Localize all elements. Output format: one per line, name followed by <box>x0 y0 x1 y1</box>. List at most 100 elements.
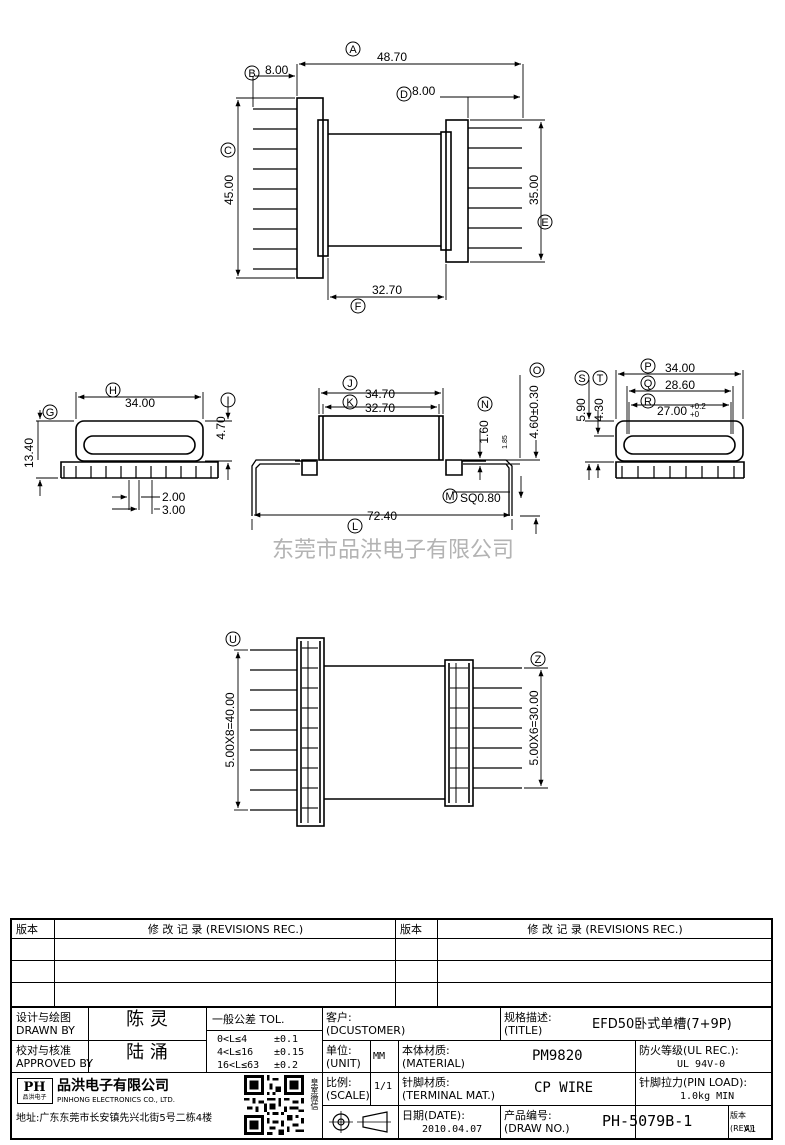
watermark: 东莞市品洪电子有限公司 <box>272 538 514 563</box>
dim-b-value: 8.00 <box>265 63 289 77</box>
title-label: 规格描述: <box>504 1011 552 1024</box>
dim-r-tol-dn: +0 <box>690 410 700 419</box>
scale-value: 1/1 <box>374 1081 393 1092</box>
marker-s: S <box>578 373 585 385</box>
dim-q-value: 28.60 <box>665 378 695 392</box>
tol-range-3: 16<L≤63 <box>217 1060 260 1071</box>
customer-label-en: (DCUSTOMER) <box>326 1024 406 1037</box>
marker-t: T <box>597 373 604 385</box>
date-value: 2010.04.07 <box>422 1124 483 1135</box>
dim-g-value: 13.40 <box>22 438 36 468</box>
dim-c-value: 45.00 <box>222 175 236 205</box>
marker-group-left <box>42 382 236 420</box>
marker-m: M <box>445 491 454 503</box>
tol-value-1: ±0.1 <box>274 1034 299 1045</box>
dim-k-value: 32.70 <box>365 401 395 415</box>
approve-label: 校对与核准 <box>16 1044 71 1057</box>
drawno-label-en: (DRAW NO.) <box>504 1122 570 1135</box>
dim-z-value: 5.00X6=30.00 <box>527 690 541 765</box>
tol-range-1: 0<L≤4 <box>217 1034 248 1045</box>
dim-e-value: 35.00 <box>527 175 541 205</box>
drawno-value: PH-5079B-1 <box>602 1112 693 1130</box>
design-label-en: DRAWN BY <box>16 1024 75 1037</box>
unit-label: 单位: <box>326 1044 352 1057</box>
marker-i: I <box>226 395 229 407</box>
material-label-en: (MATERIAL) <box>402 1057 465 1070</box>
marker-g: G <box>46 407 55 419</box>
dim-h-value: 34.00 <box>125 396 155 410</box>
marker-r: R <box>644 396 652 408</box>
terminal-label-en: (TERMINAL MAT.) <box>402 1089 496 1102</box>
marker-group-front <box>342 362 545 534</box>
marker-n: N <box>481 399 489 411</box>
dim-o-value: 4.60±0.30 <box>527 385 541 439</box>
rev-col-record-2: 修 改 记 录 (REVISIONS REC.) <box>527 923 683 936</box>
unit-value: MM <box>373 1051 386 1062</box>
qr-side-text: 皇室微信 <box>310 1078 319 1110</box>
marker-q: Q <box>644 378 653 390</box>
company-logo-mark: PH <box>23 1080 46 1095</box>
marker-u: U <box>229 634 237 646</box>
unit-label-en: (UNIT) <box>326 1057 361 1070</box>
material-label: 本体材质: <box>402 1044 450 1057</box>
title-block: 设计与绘图 DRAWN BY 陈 灵 校对与核准 APPROVED BY 陆 涌… <box>10 1006 773 1140</box>
approver-name: 陆 涌 <box>126 1042 168 1063</box>
company-name-cn: 品洪电子有限公司 <box>57 1078 169 1094</box>
dim-f-value: 32.70 <box>372 283 402 297</box>
scale-label: 比例: <box>326 1076 352 1089</box>
tolerance-title: 一般公差 TOL. <box>212 1013 285 1026</box>
terminal-label: 针脚材质: <box>402 1076 450 1089</box>
projection-symbol-icon <box>329 1111 391 1133</box>
approve-label-en: APPROVED BY <box>16 1057 94 1070</box>
tol-value-2: ±0.15 <box>274 1047 305 1058</box>
customer-label: 客户: <box>326 1011 352 1024</box>
right-end-view <box>585 370 745 480</box>
marker-h: H <box>109 385 117 397</box>
dim-pin-width: 2.00 <box>162 490 186 504</box>
designer-name: 陈 灵 <box>126 1009 168 1030</box>
marker-b: B <box>248 68 255 80</box>
pinload-value: 1.0kg MIN <box>680 1091 735 1102</box>
rev-col-version-1: 版本 <box>16 923 38 936</box>
design-label: 设计与绘图 <box>16 1011 71 1024</box>
marker-a: A <box>349 44 357 56</box>
left-end-view <box>36 392 232 514</box>
revisions-table: 版本 修 改 记 录 (REVISIONS REC.) 版本 修 改 记 录 (… <box>10 918 773 1008</box>
date-label: 日期(DATE): <box>402 1109 465 1122</box>
top-view <box>235 61 545 300</box>
tol-value-3: ±0.2 <box>274 1060 299 1071</box>
terminal-value: CP WIRE <box>534 1080 594 1096</box>
marker-group-right <box>574 358 656 409</box>
dim-t-value: 4.30 <box>592 398 606 422</box>
dim-r-value: 27.00 <box>657 404 687 418</box>
dim-n-value: 1.60 <box>477 420 491 444</box>
dim-l-value: 72.40 <box>367 509 397 523</box>
rev-label: 版本(REV): <box>730 1111 756 1133</box>
dim-n2-value: 1.85 <box>502 435 509 449</box>
marker-o: O <box>533 365 542 377</box>
company-name-en: PINHONG ELECTRONICS CO., LTD. <box>57 1096 175 1104</box>
title-label-en: (TITLE) <box>504 1024 543 1037</box>
ul-label: 防火等级(UL REC.): <box>639 1044 739 1057</box>
tol-range-2: 4<L≤16 <box>217 1047 254 1058</box>
marker-j: J <box>347 378 353 390</box>
dim-r-tol-up: +0.2 <box>690 402 706 411</box>
company-address: 地址:广东东莞市长安镇先兴北街5号二栋4楼 <box>16 1113 213 1124</box>
drawno-label: 产品编号: <box>504 1109 552 1122</box>
marker-group-top <box>220 41 553 314</box>
rev-value: A1 <box>744 1124 757 1135</box>
technical-drawing: 48.70 8.00 8.00 45.00 35.00 32.70 A B D … <box>22 41 745 827</box>
dim-u-value: 5.00X8=40.00 <box>223 692 237 767</box>
marker-k: K <box>346 397 354 409</box>
marker-c: C <box>224 145 232 157</box>
bottom-view <box>234 637 548 827</box>
scale-label-en: (SCALE) <box>326 1089 370 1102</box>
company-logo-sub: 品洪电子 <box>22 1094 47 1101</box>
dim-a-value: 48.70 <box>377 50 407 64</box>
dim-m-value: SQ0.80 <box>460 491 501 505</box>
marker-f: F <box>355 301 362 313</box>
dim-i-value: 4.70 <box>214 416 228 440</box>
pinload-label: 针脚拉力(PIN LOAD): <box>639 1076 748 1089</box>
marker-l: L <box>352 521 358 533</box>
front-view <box>251 375 540 534</box>
